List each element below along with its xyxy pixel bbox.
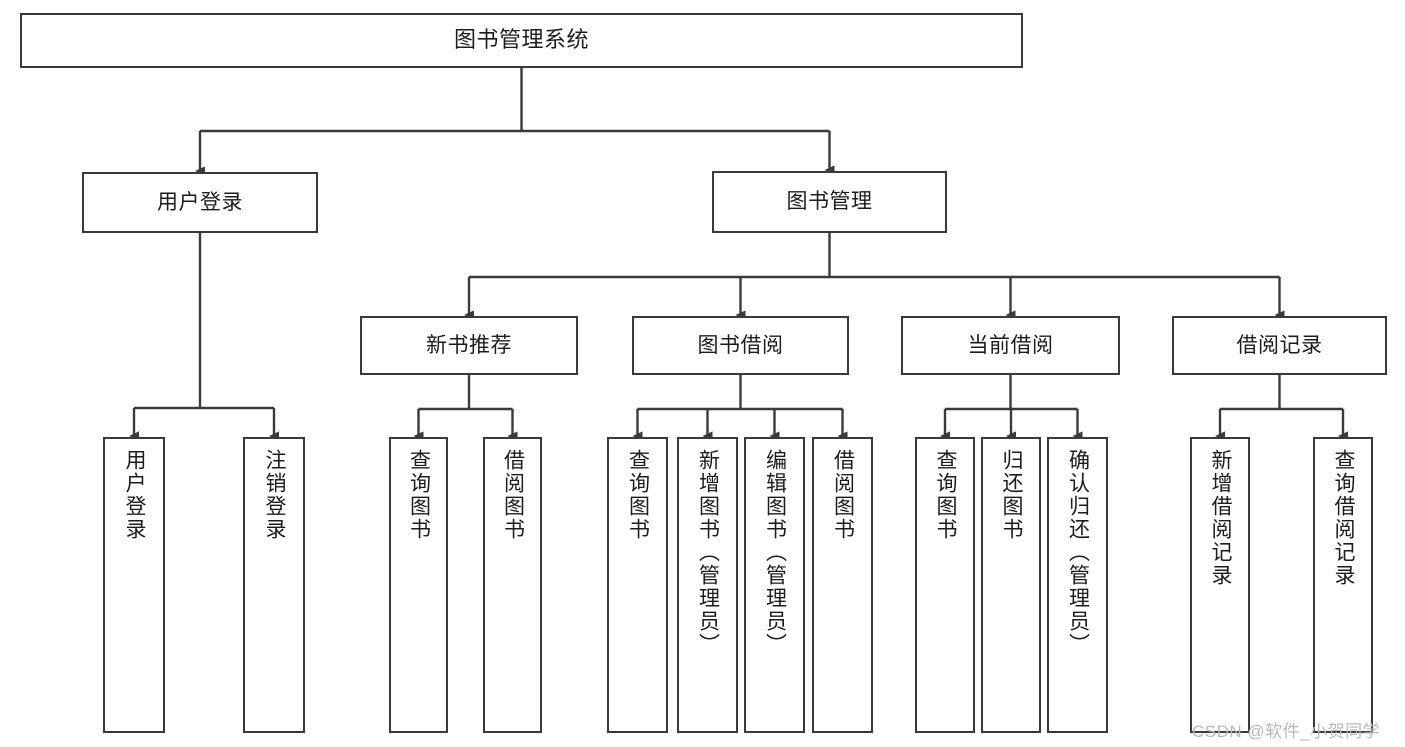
node-bookmgmt[interactable]: 图书管理 (712, 171, 947, 233)
node-leaf-3-3[interactable]: 编辑图书（管理员） (744, 437, 805, 733)
node-login[interactable]: 用户登录 (82, 172, 318, 233)
node-borrow[interactable]: 图书借阅 (632, 316, 849, 375)
node-label: 借阅图书 (501, 449, 525, 541)
watermark-text: CSDN @软件_小贺同学 (1192, 722, 1381, 741)
node-leaf-2-2[interactable]: 借阅图书 (483, 437, 542, 733)
node-label: 借阅记录 (1236, 333, 1323, 357)
node-label: 用户登录 (123, 449, 147, 541)
node-label: 图书管理 (786, 190, 873, 214)
node-root[interactable]: 图书管理系统 (20, 13, 1023, 68)
node-label: 注销登录 (263, 449, 287, 541)
node-label: 当前借阅 (967, 333, 1054, 357)
node-leaf-2-1[interactable]: 查询图书 (389, 437, 448, 733)
node-label: 新书推荐 (426, 333, 512, 357)
node-leaf-1-1[interactable]: 用户登录 (103, 437, 165, 733)
node-leaf-4-3[interactable]: 确认归还（管理员） (1047, 437, 1108, 733)
node-label: 借阅图书 (831, 449, 855, 541)
node-label: 编辑图书（管理员） (763, 449, 787, 656)
node-current[interactable]: 当前借阅 (901, 316, 1120, 375)
node-label: 新增图书（管理员） (696, 449, 720, 656)
node-label: 查询图书 (407, 449, 431, 541)
node-leaf-1-2[interactable]: 注销登录 (243, 437, 305, 733)
node-label: 查询借阅记录 (1332, 449, 1356, 587)
node-leaf-3-4[interactable]: 借阅图书 (812, 437, 873, 733)
node-label: 图书借阅 (697, 333, 784, 357)
node-leaf-4-2[interactable]: 归还图书 (981, 437, 1041, 733)
node-leaf-5-2[interactable]: 查询借阅记录 (1313, 437, 1373, 733)
node-label: 查询图书 (934, 449, 958, 541)
node-records[interactable]: 借阅记录 (1172, 316, 1387, 375)
node-leaf-5-1[interactable]: 新增借阅记录 (1190, 437, 1250, 733)
node-label: 新增借阅记录 (1209, 449, 1233, 587)
node-newbook[interactable]: 新书推荐 (360, 316, 578, 375)
node-label: 查询图书 (626, 449, 650, 541)
connector-lines (129, 68, 1348, 441)
node-leaf-4-1[interactable]: 查询图书 (915, 437, 975, 733)
node-leaf-3-1[interactable]: 查询图书 (607, 437, 668, 733)
node-label: 用户登录 (157, 190, 243, 214)
node-label: 确认归还（管理员） (1066, 449, 1090, 656)
watermark: CSDN @软件_小贺同学 (1192, 717, 1380, 742)
node-label: 图书管理系统 (453, 27, 589, 53)
node-leaf-3-2[interactable]: 新增图书（管理员） (677, 437, 738, 733)
node-label: 归还图书 (1000, 449, 1024, 541)
